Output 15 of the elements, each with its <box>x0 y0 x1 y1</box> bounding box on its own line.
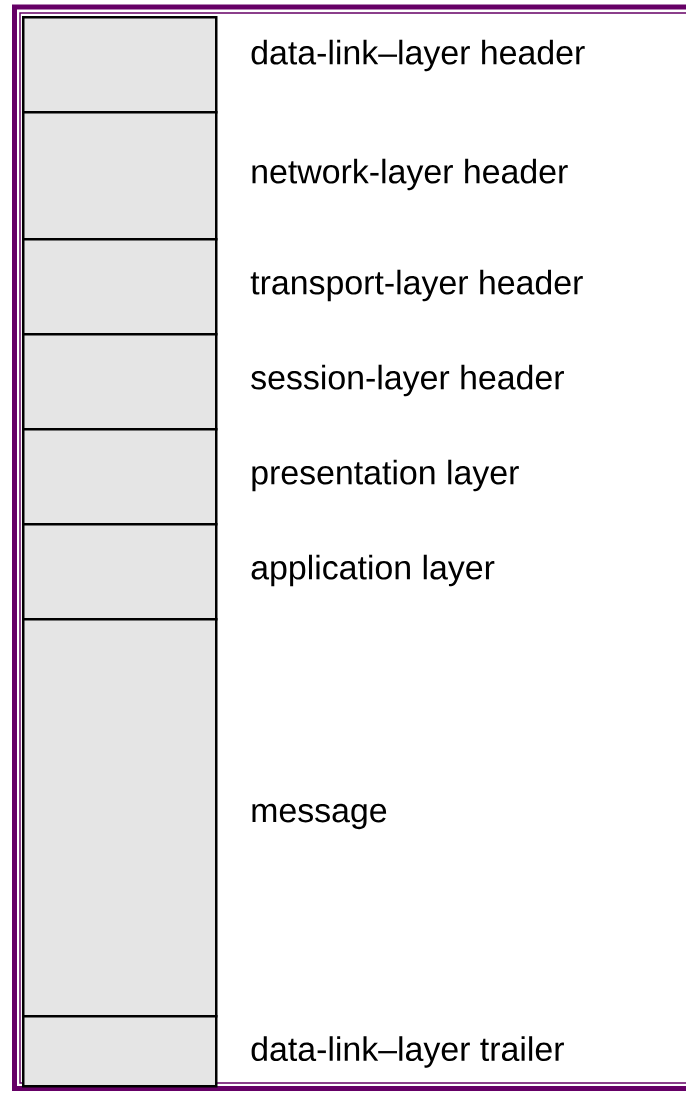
layer-box <box>22 238 218 336</box>
layer-label: application layer <box>251 554 495 587</box>
layer-label: network-layer header <box>252 158 568 191</box>
layer-box <box>22 428 218 526</box>
layer-box <box>22 16 218 114</box>
layer-box <box>22 333 218 431</box>
layer-label: data-link–layer trailer <box>251 1036 564 1068</box>
layer-label: session-layer header <box>251 364 564 397</box>
layer-label: data-link–layer header <box>251 39 585 72</box>
layer-box <box>22 1015 218 1088</box>
layer-label: transport-layer header <box>250 269 583 302</box>
layer-label: presentation layer <box>252 459 519 492</box>
layer-box <box>22 111 218 241</box>
layer-box <box>22 523 218 621</box>
layer-label: message <box>252 803 387 830</box>
